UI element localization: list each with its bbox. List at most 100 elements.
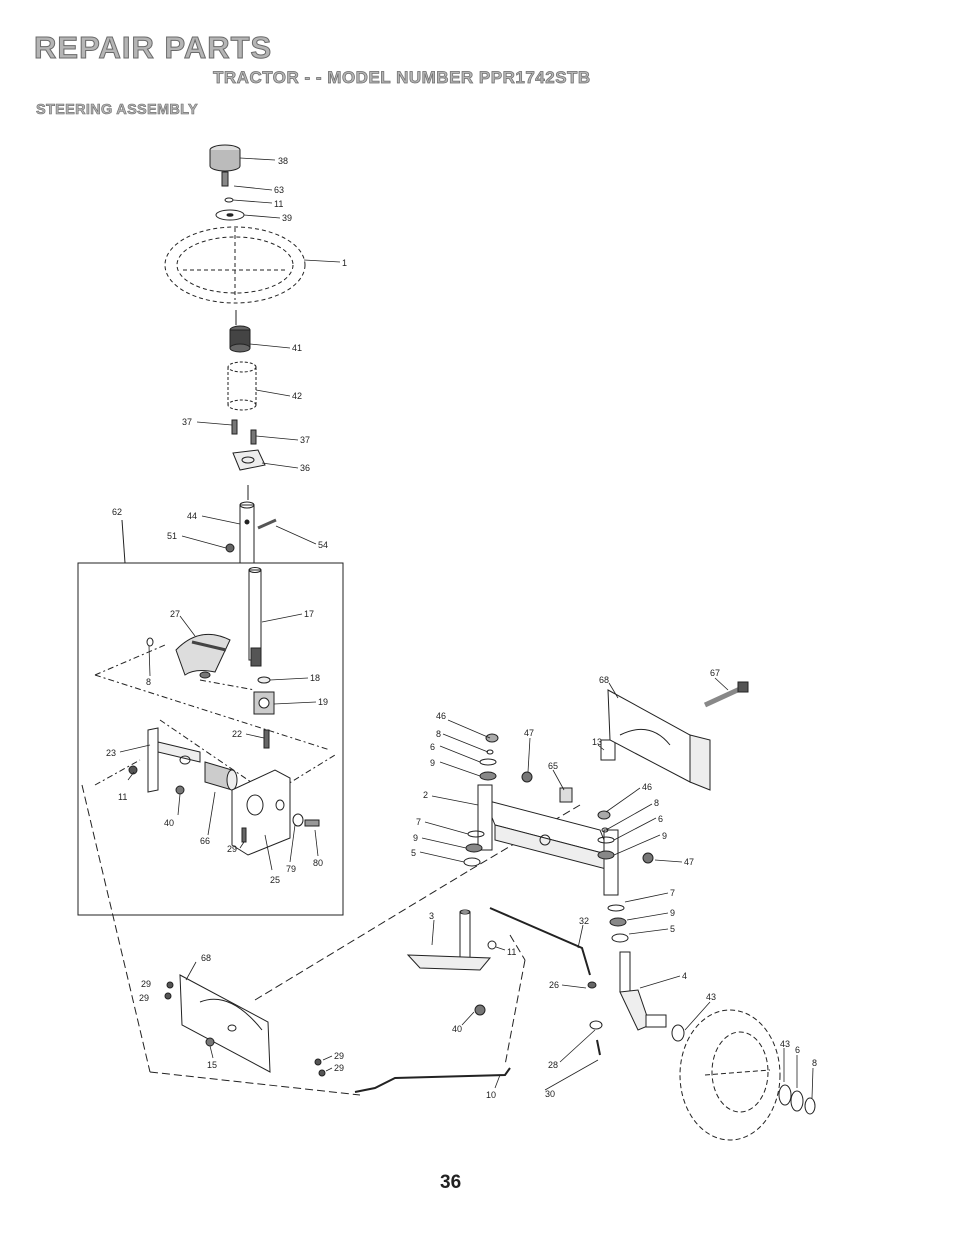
callout-label: 37 — [182, 417, 192, 427]
column-bushing-part — [227, 361, 257, 411]
callout-label: 38 — [278, 156, 288, 166]
pivot-bushing-part — [204, 761, 238, 791]
callout-label: 1 — [342, 258, 347, 268]
callout-label: 8 — [146, 677, 151, 687]
washer-28 — [589, 1020, 603, 1030]
page-number: 36 — [440, 1172, 462, 1193]
callout-label: 42 — [292, 391, 302, 401]
callout-label: 47 — [684, 857, 694, 867]
callout-label: 9 — [670, 908, 675, 918]
drag-link-part — [489, 907, 597, 989]
bushing-13 — [600, 739, 616, 761]
callout-label: 26 — [549, 980, 559, 990]
right-spindle-part — [619, 951, 685, 1042]
callout-label: 68 — [599, 675, 609, 685]
nut-47 — [521, 771, 533, 783]
part-callouts: 38 63 11 39 1 41 42 37 37 36 62 44 51 54… — [106, 156, 817, 1100]
tie-rod-part — [354, 1067, 511, 1093]
front-wheel-part — [679, 1009, 781, 1141]
axle-bracket-lower — [164, 974, 326, 1077]
callout-label: 67 — [710, 668, 720, 678]
column-flange-part — [232, 449, 266, 471]
callout-label: 29 — [139, 993, 149, 1003]
callout-label: 3 — [429, 911, 434, 921]
mounting-bolts-part — [231, 419, 257, 445]
callout-label: 65 — [548, 761, 558, 771]
callout-label: 18 — [310, 673, 320, 683]
bolt-80 — [304, 819, 320, 827]
callout-label: 40 — [164, 818, 174, 828]
callout-label: 37 — [300, 435, 310, 445]
callout-label: 63 — [274, 185, 284, 195]
spline-adapter-part — [229, 325, 251, 353]
callout-label: 7 — [670, 888, 675, 898]
callout-label: 46 — [642, 782, 652, 792]
callout-label: 44 — [187, 511, 197, 521]
callout-label: 11 — [507, 947, 516, 957]
callout-leaders — [119, 157, 814, 1099]
callout-label: 13 — [592, 737, 602, 747]
callout-label: 17 — [304, 609, 314, 619]
callout-label: 6 — [658, 814, 663, 824]
callout-label: 40 — [452, 1024, 462, 1034]
callout-label: 29 — [141, 979, 151, 989]
callout-label: 54 — [318, 540, 328, 550]
pin-30 — [596, 1039, 601, 1056]
callout-label: 39 — [282, 213, 292, 223]
bearing-block-19 — [253, 691, 275, 715]
callout-label: 29 — [227, 844, 237, 854]
callout-label: 80 — [313, 858, 323, 868]
callout-label: 15 — [207, 1060, 217, 1070]
callout-label: 43 — [780, 1039, 790, 1049]
callout-label: 28 — [548, 1060, 558, 1070]
callout-label: 32 — [579, 916, 589, 926]
bolt-67 — [703, 681, 749, 708]
callout-label: 11 — [118, 792, 127, 802]
section-title: STEERING ASSEMBLY — [36, 102, 198, 119]
callout-label: 51 — [167, 531, 177, 541]
callout-label: 79 — [286, 864, 296, 874]
steering-cap-part — [209, 144, 245, 221]
axis-lines — [94, 644, 336, 796]
front-axle-part — [477, 784, 619, 896]
callout-label: 62 — [112, 507, 122, 517]
steering-bracket-part — [231, 769, 291, 856]
steering-gear-kit-box — [77, 562, 344, 916]
callout-label: 66 — [200, 836, 210, 846]
steering-wheel-part — [164, 226, 306, 304]
callout-label: 9 — [430, 758, 435, 768]
callout-label: 8 — [812, 1058, 817, 1068]
callout-label: 8 — [436, 729, 441, 739]
callout-label: 10 — [486, 1090, 496, 1100]
steering-shaft-part — [225, 501, 277, 564]
callout-label: 25 — [270, 875, 280, 885]
wheel-washers — [778, 1084, 816, 1115]
callout-label: 27 — [170, 609, 180, 619]
callout-label: 8 — [654, 798, 659, 808]
callout-label: 7 — [416, 817, 421, 827]
callout-label: 6 — [430, 742, 435, 752]
callout-label: 9 — [662, 831, 667, 841]
callout-label: 6 — [795, 1045, 800, 1055]
callout-label: 5 — [411, 848, 416, 858]
pivot-shaft-part — [128, 727, 201, 795]
callout-label: 9 — [413, 833, 418, 843]
callout-label: 43 — [706, 992, 716, 1002]
axle-bracket-upper — [607, 689, 711, 791]
callout-label: 2 — [423, 790, 428, 800]
callout-label: 22 — [232, 729, 242, 739]
callout-label: 36 — [300, 463, 310, 473]
callout-label: 23 — [106, 748, 116, 758]
page-title: REPAIR PARTS — [33, 30, 273, 66]
callout-label: 47 — [524, 728, 534, 738]
callout-label: 29 — [334, 1051, 344, 1061]
callout-label: 5 — [670, 924, 675, 934]
callout-label: 19 — [318, 697, 328, 707]
callout-label: 46 — [436, 711, 446, 721]
callout-label: 29 — [334, 1063, 344, 1073]
callout-label: 30 — [545, 1089, 555, 1099]
model-subtitle: TRACTOR - - MODEL NUMBER PPR1742STB — [213, 68, 591, 88]
washer-18 — [257, 676, 271, 684]
washer-79 — [292, 813, 304, 827]
